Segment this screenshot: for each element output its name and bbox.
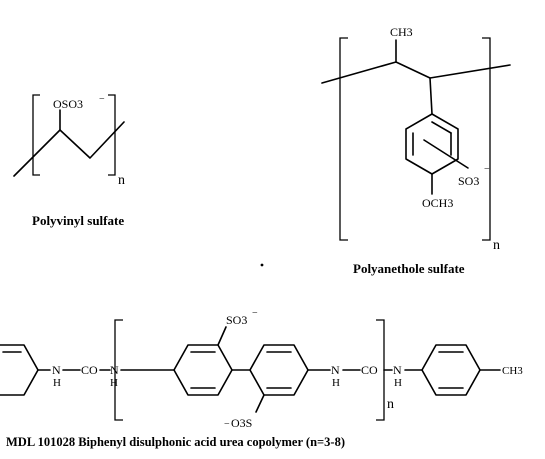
pas-repeat-n: n: [493, 238, 500, 253]
mdl-left-bracket: [114, 319, 123, 421]
pas-methoxy-label: OCH3: [422, 196, 453, 210]
mdl-nh-2-label: N: [110, 363, 119, 377]
mdl-co-2-label: CO: [361, 363, 378, 377]
pas-sulfonate-bond: [423, 139, 469, 169]
mdl-so3-bottom-bond: [255, 394, 265, 413]
pas-caption: Polyanethole sulfate: [353, 261, 465, 276]
mdl-so3-top-bond: [217, 326, 227, 346]
pas-charge: −: [484, 164, 490, 175]
pvs-repeat-n: n: [118, 173, 125, 188]
mdl-nh-1-label: N: [52, 363, 61, 377]
mdl-copolymer-structure: N H CO N H SO3 − − O3S N H CO n: [0, 308, 523, 449]
pvs-left-bracket: [32, 94, 40, 176]
polyanethole-sulfate-structure: CH3 SO3 − OCH3 n Polyanethole sulfate: [321, 25, 511, 276]
mdl-nh-3-label: N: [331, 363, 340, 377]
mdl-h-3-label: H: [332, 377, 340, 389]
stray-dot: [260, 263, 264, 267]
pvs-group-label: OSO3: [53, 97, 83, 111]
pvs-charge: −: [99, 94, 105, 105]
pvs-right-bracket: [108, 94, 116, 176]
pas-left-bracket: [339, 37, 348, 241]
pas-right-bracket: [482, 37, 491, 241]
mdl-h-4-label: H: [394, 377, 402, 389]
mdl-ch3-label: CH3: [502, 365, 523, 377]
pas-ring-link: [429, 77, 433, 115]
pas-methyl-label: CH3: [390, 25, 413, 39]
mdl-so3-top-charge: −: [252, 308, 258, 319]
mdl-so3-top-label: SO3: [226, 313, 247, 327]
mdl-co-1-label: CO: [81, 363, 98, 377]
pas-ring-double-3: [431, 121, 452, 134]
mdl-nh-4-label: N: [393, 363, 402, 377]
polyvinyl-sulfate-structure: OSO3 − n Polyvinyl sulfate: [13, 94, 125, 228]
pvs-backbone: [13, 121, 125, 177]
pas-backbone: [321, 61, 511, 84]
mdl-caption: MDL 101028 Biphenyl disulphonic acid ure…: [6, 435, 345, 449]
mdl-so3-bottom-label: O3S: [231, 416, 252, 430]
mdl-so3-bottom-charge: −: [224, 419, 230, 430]
pas-sulfonate-label: SO3: [458, 174, 479, 188]
mdl-h-1-label: H: [53, 377, 61, 389]
mdl-repeat-n: n: [387, 397, 394, 412]
pvs-caption: Polyvinyl sulfate: [32, 213, 124, 228]
mdl-h-2-label: H: [110, 377, 118, 389]
